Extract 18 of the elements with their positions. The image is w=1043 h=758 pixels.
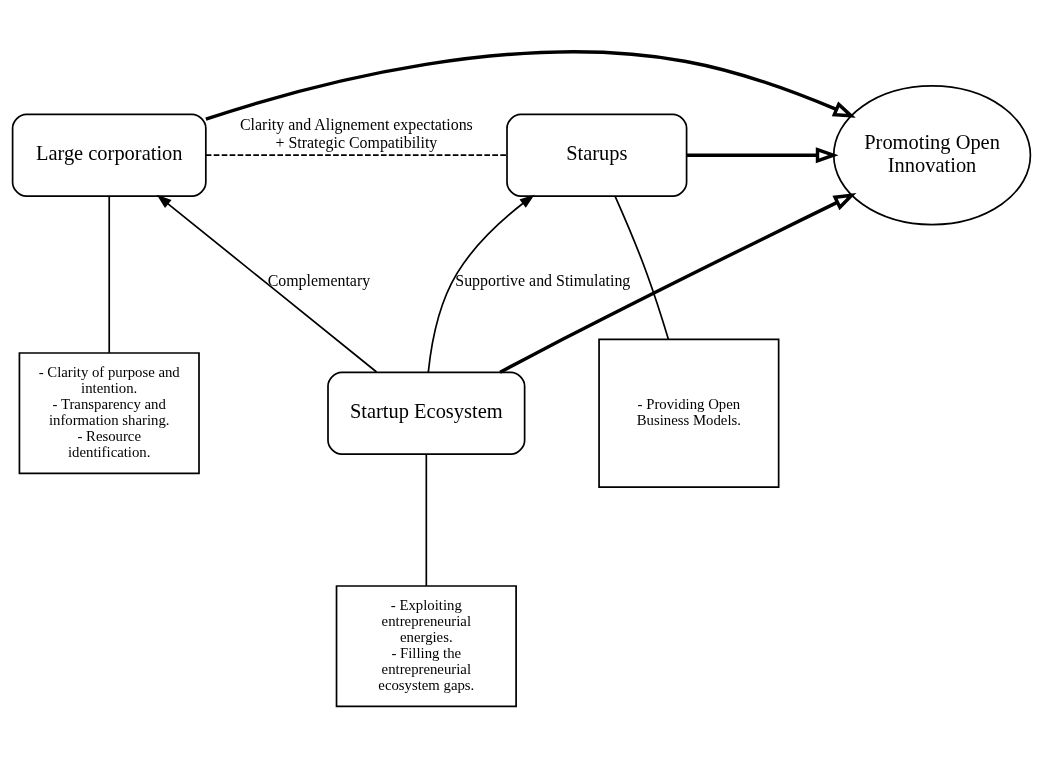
arrow — [156, 194, 378, 373]
node-box: - Exploiting entrepreneurial energies. - Filling the entrepreneurial ecosystem gaps. — [335, 585, 517, 708]
connector — [108, 195, 111, 354]
node-box: Large corporation — [11, 113, 207, 197]
arrow — [427, 194, 535, 374]
arrow — [686, 147, 839, 164]
node-box: Starups — [506, 113, 688, 197]
edge-label: Complementary — [267, 272, 371, 290]
node-box: - Clarity of purpose and intention. - Transparency and information sharing. - Resource identification. — [18, 352, 200, 475]
node-box: - Providing Open Business Models. — [598, 338, 780, 488]
arrow — [205, 50, 856, 121]
arrow — [499, 193, 857, 374]
connector — [425, 453, 428, 587]
connector — [614, 195, 670, 341]
edge-label: Clarity and Alignement expectations + Strategic Compatibility — [240, 116, 473, 151]
node-box: Startup Ecosystem — [327, 371, 526, 455]
connector — [205, 154, 508, 157]
edge-label: Supportive and Stimulating — [455, 272, 631, 290]
